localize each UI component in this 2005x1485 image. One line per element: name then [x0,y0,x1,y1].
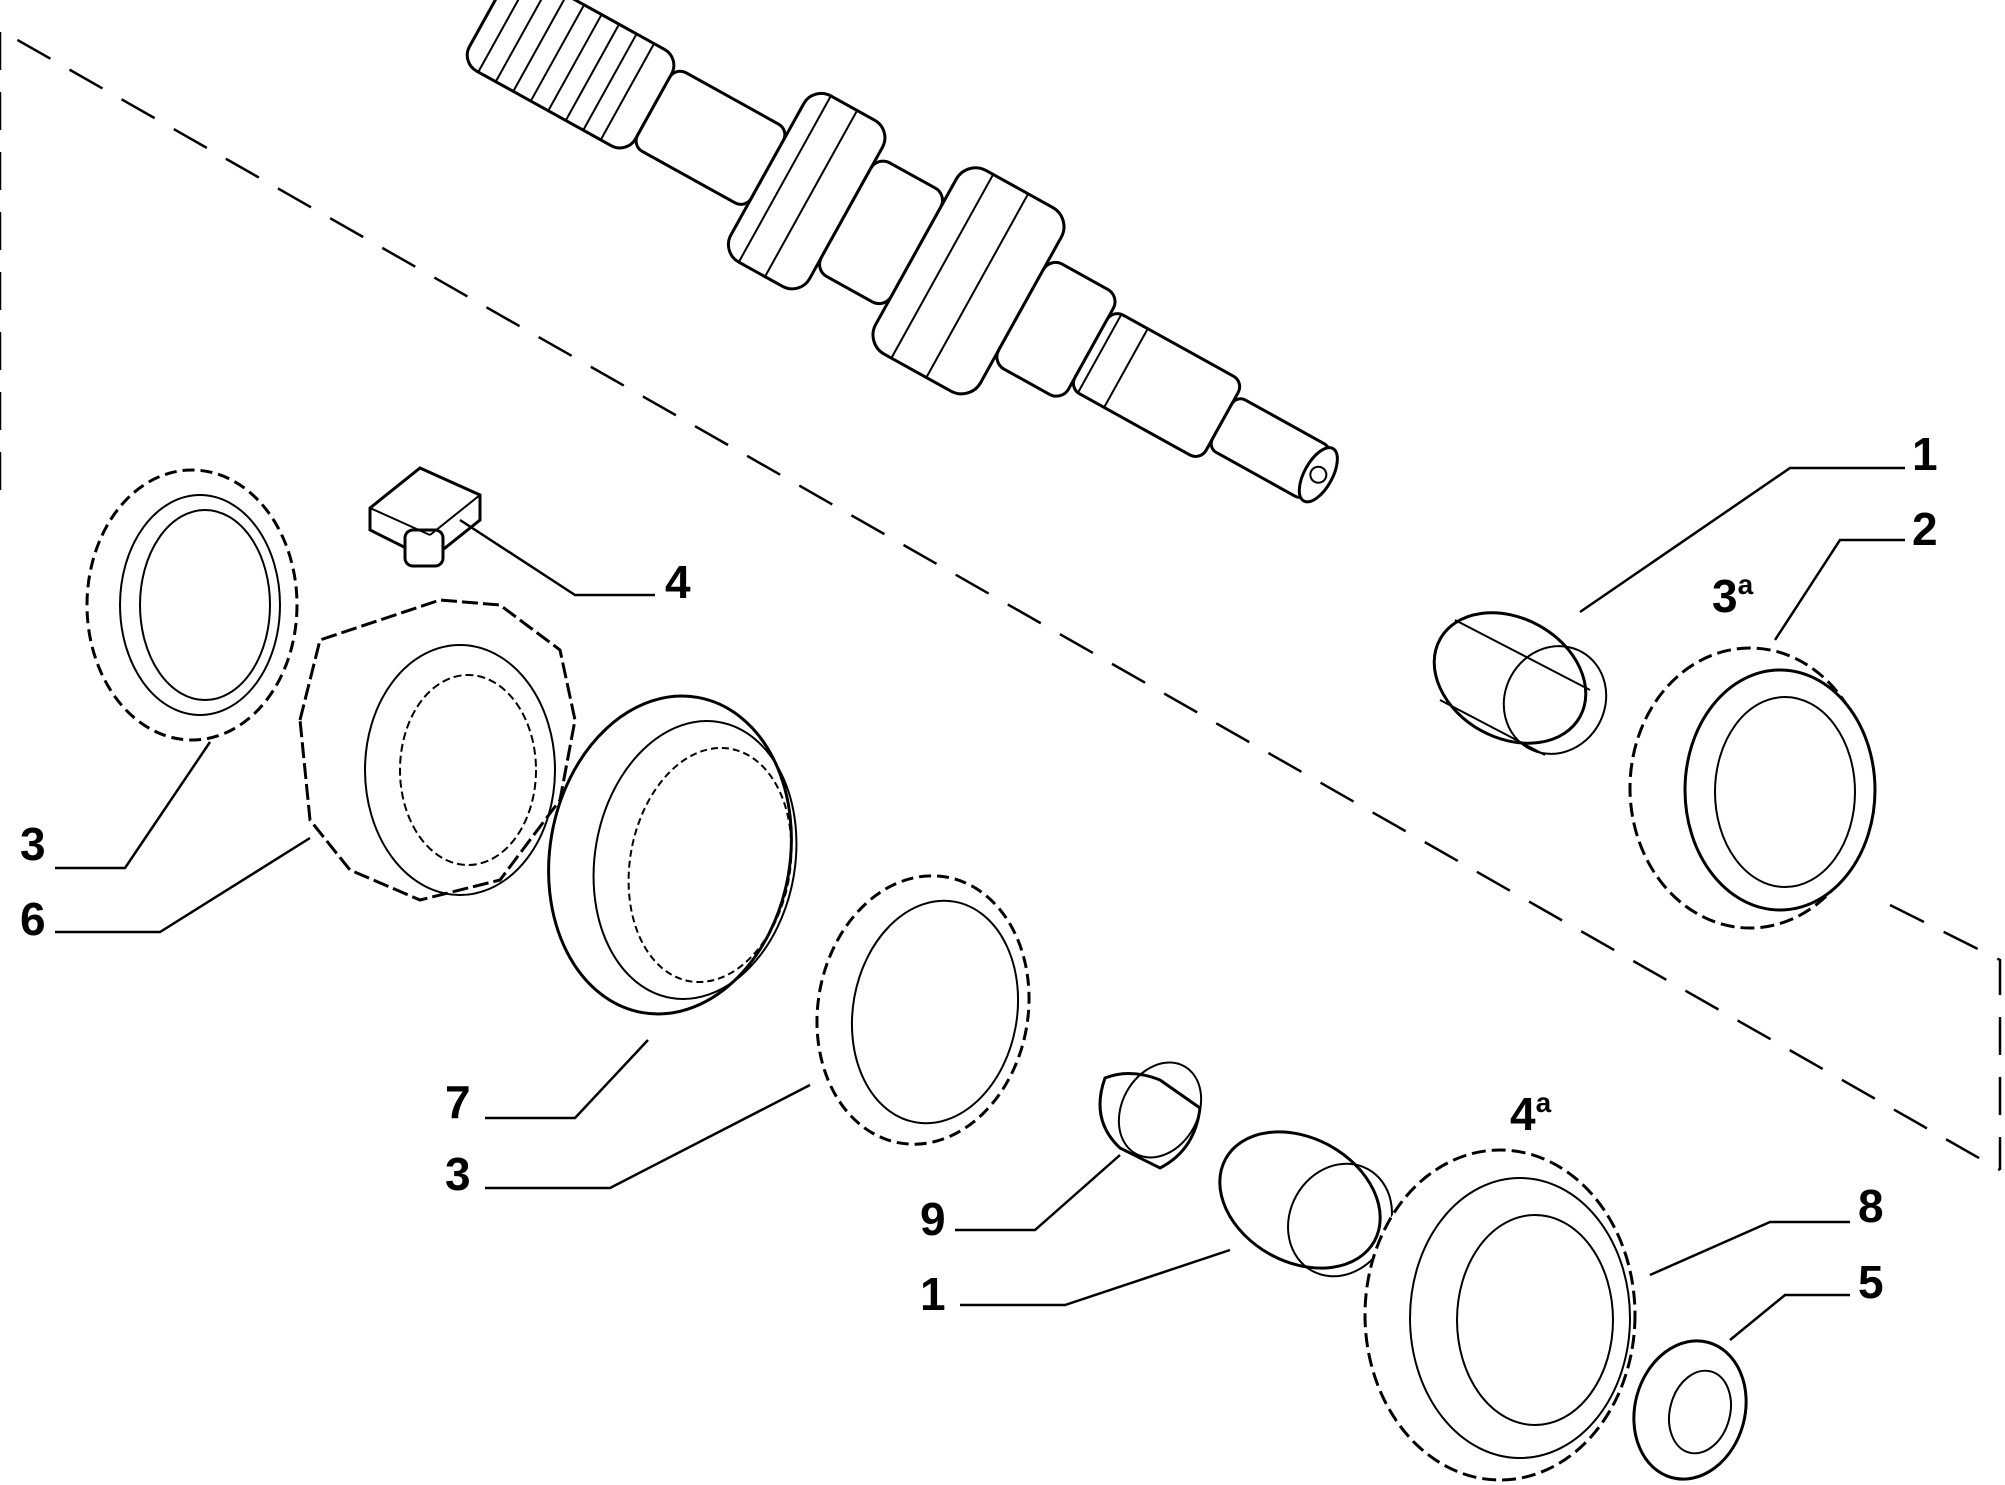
washer [1632,1339,1748,1481]
needle-bearing-upper [1432,611,1608,756]
callout-1-lower: 1 [920,1268,946,1320]
synchro-ring-left [85,468,299,742]
callout-4a: 4a [1510,1087,1552,1140]
callout-1-upper: 1 [1912,428,1938,480]
callout-8: 8 [1858,1180,1884,1232]
callout-9: 9 [920,1193,946,1245]
synchro-sleeve [547,694,798,1016]
callout-3-left: 3 [20,818,46,870]
synchro-hub [298,598,577,902]
main-shaft [465,0,1339,504]
gear-4th [1363,1148,1637,1482]
dashed-boundary [0,28,2002,1172]
callout-2: 2 [1912,503,1938,555]
callouts: 1 2 3a 4 3 6 7 3 9 4a 8 1 5 [20,428,1938,1320]
bushing [1098,1061,1203,1170]
gear-3rd [1628,646,1877,930]
callout-5: 5 [1858,1256,1884,1308]
callout-3-middle: 3 [445,1148,471,1200]
shift-key [368,466,482,568]
synchro-ring-middle [815,874,1031,1146]
callout-6: 6 [20,893,46,945]
callout-4: 4 [665,556,691,608]
needle-bearing-lower [1218,1130,1393,1278]
callout-3a-upper: 3a [1712,569,1754,622]
leader-lines [55,466,1905,1341]
callout-7: 7 [445,1076,471,1128]
